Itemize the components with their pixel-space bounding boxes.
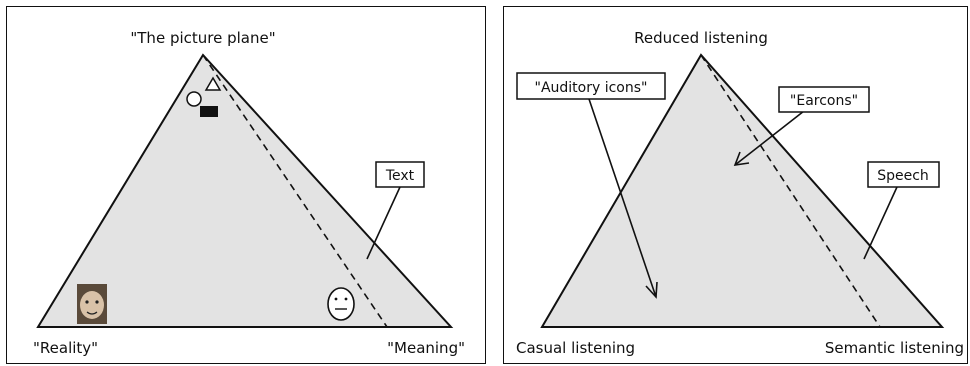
auditory-callout-label: "Auditory icons" bbox=[535, 80, 648, 96]
right-triangle bbox=[540, 53, 945, 328]
right-panel: "Auditory icons" "Earcons" Speech Reduce… bbox=[503, 6, 968, 364]
earcons-callout-box bbox=[778, 86, 870, 113]
left-dashed-line bbox=[202, 54, 388, 328]
left-apex-label: "The picture plane" bbox=[130, 29, 275, 47]
text-callout-label: Text bbox=[385, 168, 415, 184]
right-dashed-line bbox=[700, 54, 881, 328]
right-right-label: Semantic listening bbox=[825, 339, 964, 357]
earcons-callout-label: "Earcons" bbox=[790, 93, 858, 109]
left-panel: Text "The picture plane" "Reality" "Mean… bbox=[6, 6, 486, 364]
right-diagram: "Auditory icons" "Earcons" Speech Reduce… bbox=[516, 29, 964, 357]
speech-callout-label: Speech bbox=[877, 168, 929, 184]
auditory-arrowhead-icon bbox=[645, 281, 658, 299]
right-left-label: Casual listening bbox=[516, 339, 635, 357]
earcons-arrowhead-icon bbox=[733, 151, 750, 166]
speech-callout-box bbox=[867, 161, 940, 188]
earcons-callout-arrow bbox=[734, 110, 805, 166]
left-right-label: "Meaning" bbox=[387, 339, 465, 357]
triangle-icon bbox=[204, 76, 222, 91]
auditory-callout-arrow bbox=[588, 98, 657, 298]
left-triangle bbox=[36, 53, 454, 328]
neutral-face-icon bbox=[327, 287, 355, 321]
text-callout-pointer bbox=[366, 186, 401, 260]
baby-photo-icon bbox=[77, 284, 107, 324]
left-diagram: Text "The picture plane" "Reality" "Mean… bbox=[33, 29, 465, 357]
auditory-callout-box bbox=[516, 72, 666, 100]
rectangle-icon bbox=[200, 106, 218, 117]
left-left-label: "Reality" bbox=[33, 339, 98, 357]
speech-callout-pointer bbox=[863, 186, 898, 260]
circle-icon bbox=[186, 91, 202, 107]
right-apex-label: Reduced listening bbox=[634, 29, 768, 47]
text-callout-box bbox=[375, 161, 425, 188]
